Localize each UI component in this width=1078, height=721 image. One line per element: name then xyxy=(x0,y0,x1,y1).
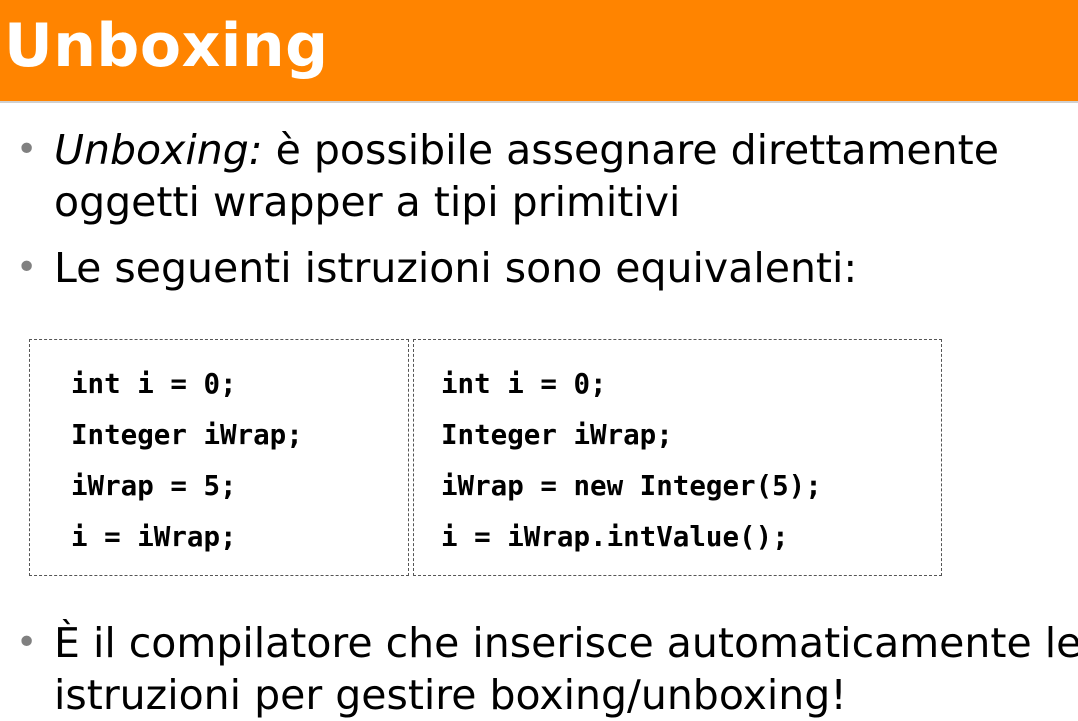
bullet-line-1: È il compilatore che inserisce automatic… xyxy=(54,619,1078,667)
code-box-left: int i = 0; Integer iWrap; iWrap = 5; i =… xyxy=(29,339,409,576)
bullet-line-1: Unboxing: è possibile assegnare direttam… xyxy=(54,124,1074,176)
bullet-dot-icon: • xyxy=(16,622,38,663)
code-line: int i = 0; xyxy=(71,368,237,400)
bullet-line-2: istruzioni per gestire boxing/unboxing! xyxy=(54,671,847,719)
title-bar: Unboxing xyxy=(0,0,1078,103)
bullet-dot-icon: • xyxy=(16,129,38,170)
code-line: i = iWrap.intValue(); xyxy=(441,521,789,553)
bullet-text: È il compilatore che inserisce automatic… xyxy=(54,617,1078,721)
code-line: Integer iWrap; xyxy=(441,419,673,451)
bullet-line-rest: è possibile assegnare direttamente xyxy=(262,126,999,174)
code-line: iWrap = 5; xyxy=(71,470,237,502)
code-box-right: int i = 0; Integer iWrap; iWrap = new In… xyxy=(413,339,942,576)
code-line: i = iWrap; xyxy=(71,521,237,553)
bullet-line-2: oggetti wrapper a tipi primitivi xyxy=(54,178,681,226)
bullet-emphasis: Unboxing: xyxy=(54,126,263,174)
bullet-dot-icon: • xyxy=(16,247,38,288)
code-line: iWrap = new Integer(5); xyxy=(441,470,822,502)
bullet-text: Le seguenti istruzioni sono equivalenti: xyxy=(54,242,1074,294)
bullet-line-1: Le seguenti istruzioni sono equivalenti: xyxy=(54,244,858,292)
code-line: Integer iWrap; xyxy=(71,419,303,451)
code-line: int i = 0; xyxy=(441,368,607,400)
bullet-text: Unboxing: è possibile assegnare direttam… xyxy=(54,124,1074,228)
slide-title: Unboxing xyxy=(4,11,329,81)
